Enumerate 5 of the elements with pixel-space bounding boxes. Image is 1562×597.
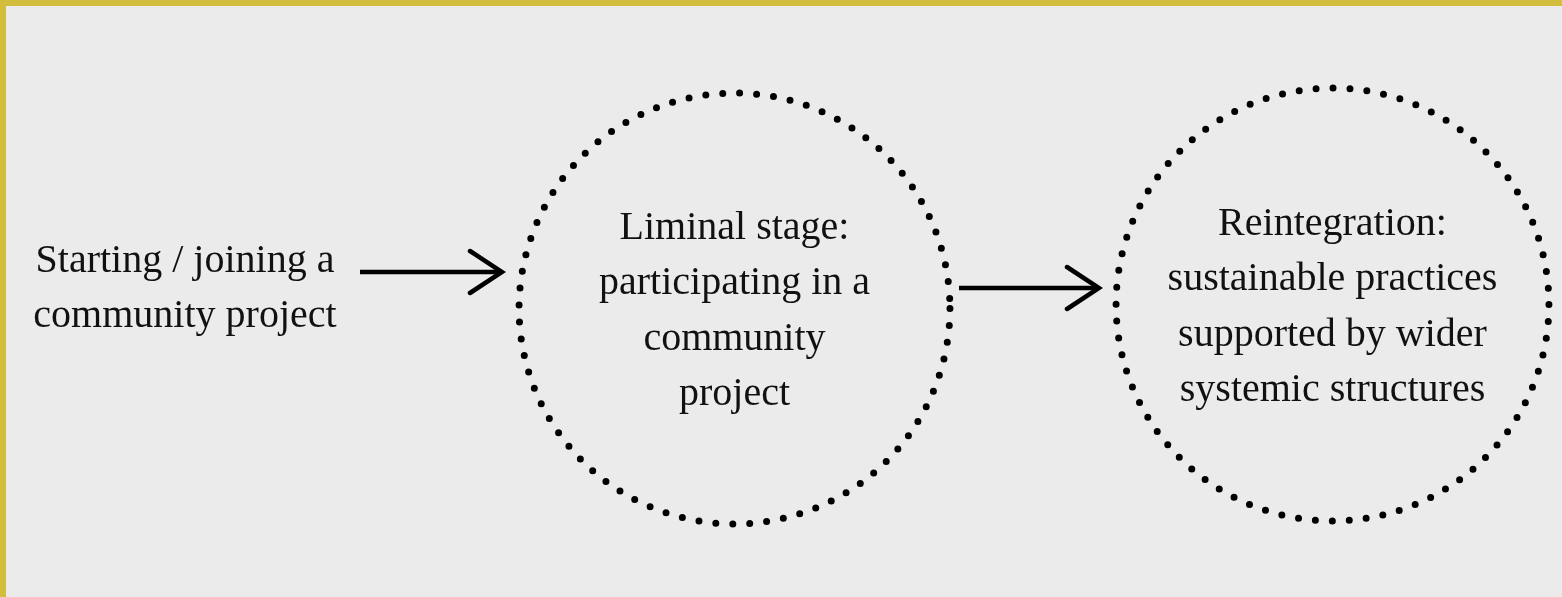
node-label: Starting / joining a community project	[32, 234, 338, 338]
node-label: Reintegration: sustainable practices supported by wider systemic structures	[1166, 198, 1499, 412]
arrow	[959, 264, 1102, 312]
arrow	[360, 248, 505, 296]
node-label: Liminal stage: participating in a community project	[598, 202, 871, 416]
